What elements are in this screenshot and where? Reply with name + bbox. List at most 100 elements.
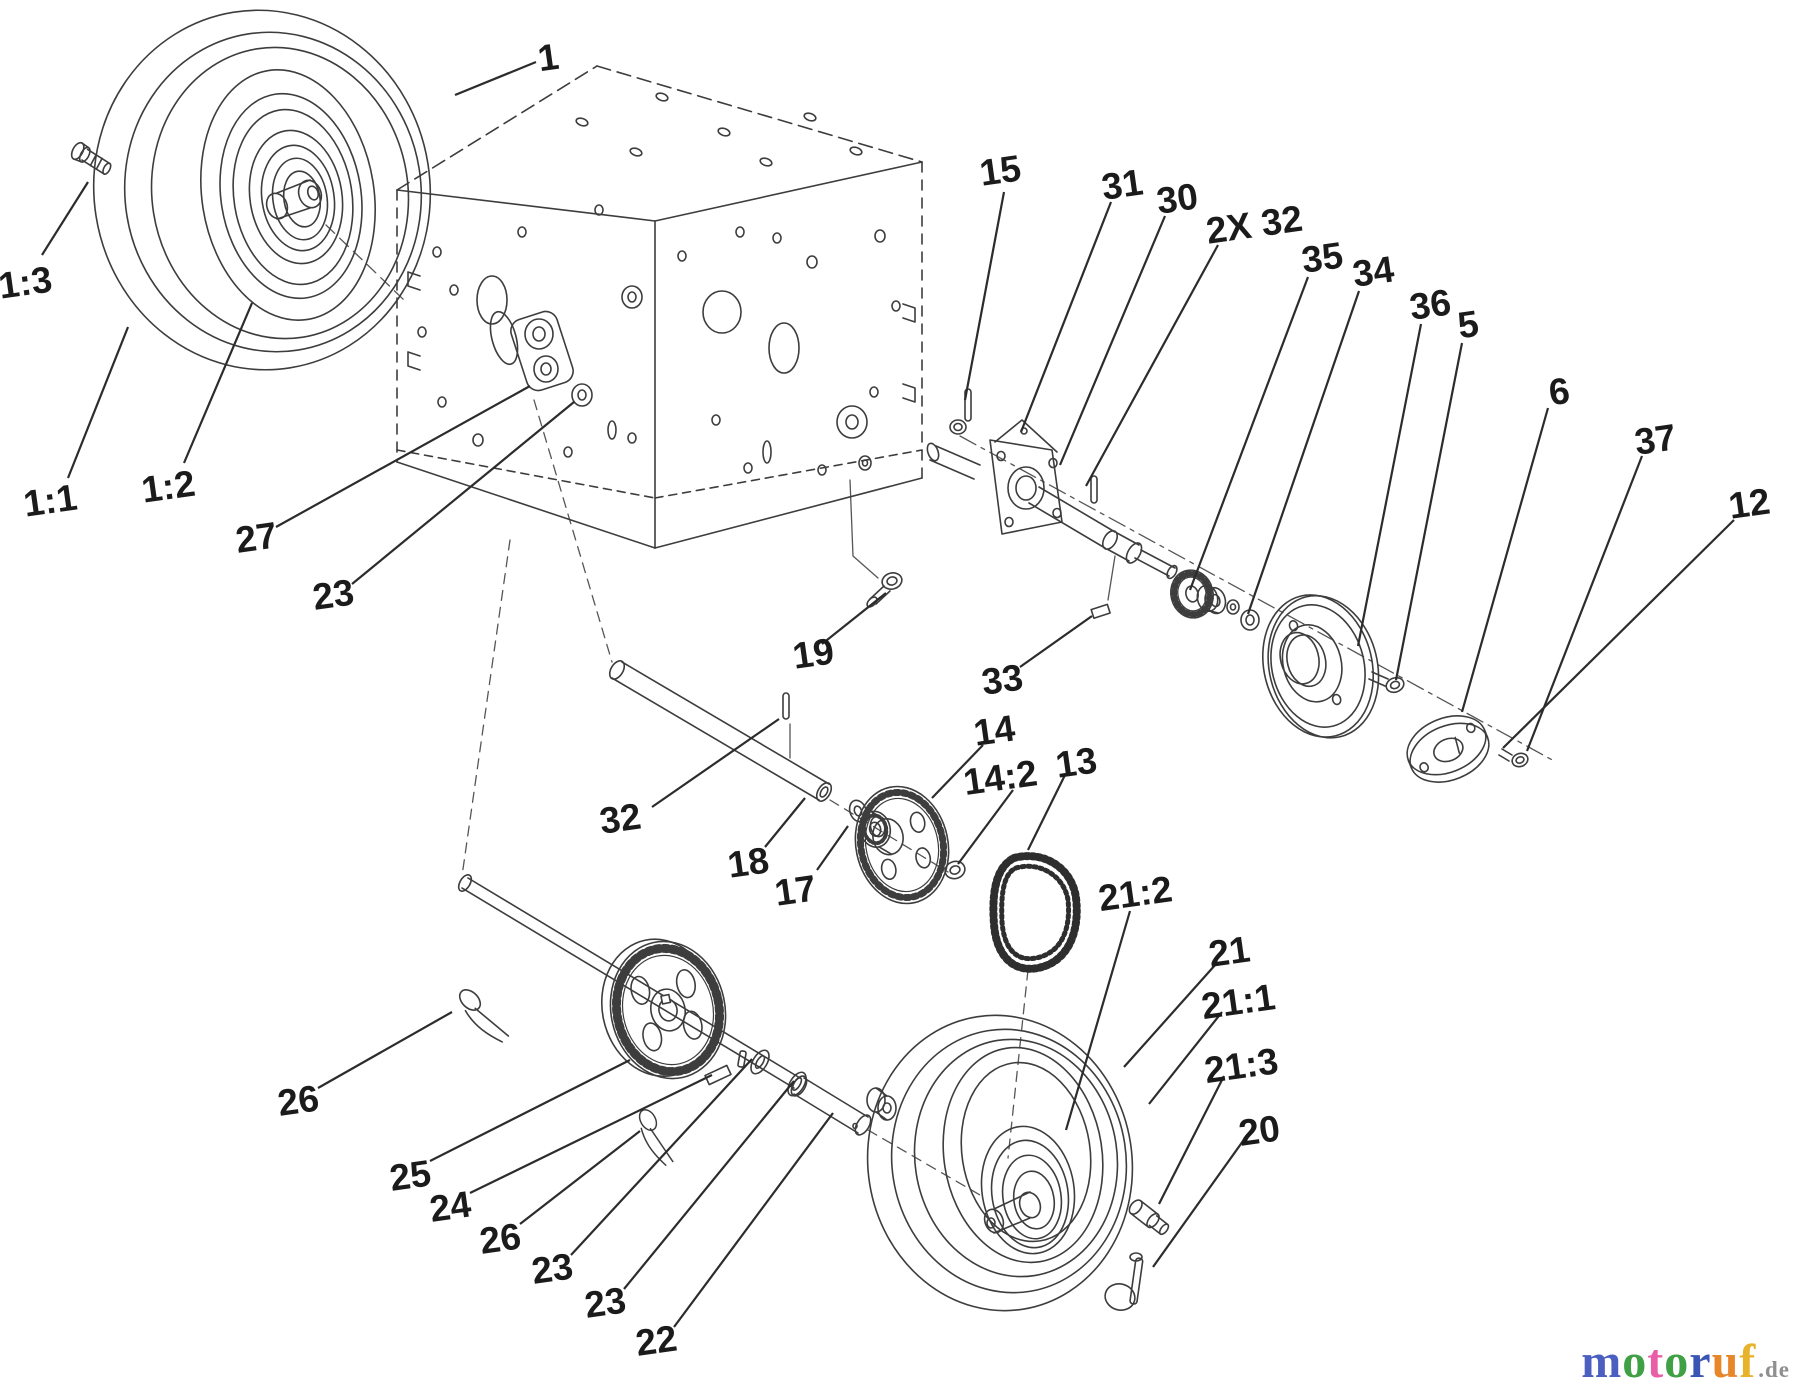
part-callout-1:3-1: 1:3 [0, 259, 55, 307]
bearing-retainer-flange [1406, 715, 1490, 783]
part-callout-14-22: 14 [971, 707, 1018, 753]
leader-line-24-32 [469, 1074, 713, 1194]
leader-line-14:2-23 [957, 789, 1014, 865]
leader-line-21:2-25 [1064, 910, 1132, 1131]
intermediate-shaft-assembly [608, 660, 1081, 973]
leader-line-1:1-2 [66, 326, 130, 479]
flat-washer [750, 1049, 807, 1097]
part-callout-21:2-25: 21:2 [1096, 868, 1175, 919]
part-callout-13-24: 13 [1053, 739, 1099, 785]
wheel-bolt [70, 141, 112, 175]
watermark-letter: t [1647, 1335, 1665, 1388]
watermark-letter: o [1664, 1335, 1690, 1388]
front-axle-stub [265, 179, 323, 220]
part-callout-2X32-11: 2X 32 [1204, 198, 1305, 252]
part-callout-33-7: 33 [979, 656, 1025, 702]
leader-line-17-21 [816, 825, 849, 871]
leader-line-35-12 [1188, 276, 1310, 591]
leader-line-32-19 [651, 718, 780, 808]
frame-bolt [866, 572, 903, 608]
leader-line-33-7 [1019, 615, 1093, 668]
valve-stem-bolt [1128, 1199, 1170, 1236]
part-callout-31-9: 31 [1099, 161, 1145, 207]
part-callout-1:2-3: 1:2 [139, 463, 198, 511]
right-panel-holes [677, 226, 916, 476]
square-key [704, 1064, 732, 1086]
bottom-axle-assembly [453, 874, 872, 1167]
ring-pin [1104, 1252, 1144, 1311]
rear-wheel [866, 1014, 1170, 1312]
part-callout-14:2-23: 14:2 [961, 752, 1040, 803]
input-stub [926, 442, 981, 480]
leader-line-30-10 [1058, 215, 1167, 466]
leader-line-26-30 [317, 1011, 453, 1089]
part-callout-25-31: 25 [387, 1152, 433, 1198]
flange-washer [571, 285, 643, 407]
part-callout-21:3-28: 21:3 [1202, 1040, 1281, 1091]
part-callout-26-30: 26 [275, 1077, 321, 1123]
leader-line-22-36 [673, 1112, 834, 1328]
part-callout-23-34: 23 [529, 1245, 575, 1291]
part-callout-26-33: 26 [477, 1215, 523, 1261]
flange-bolt [1498, 748, 1529, 768]
part-callout-21:1-27: 21:1 [1199, 976, 1278, 1027]
roll-pin [782, 692, 790, 720]
part-callout-1:1-2: 1:1 [21, 477, 80, 525]
part-callout-20-29: 20 [1236, 1107, 1282, 1153]
leader-line-20-29 [1152, 1140, 1244, 1268]
leader-line-27-4 [275, 385, 531, 528]
spur-gear [600, 938, 727, 1080]
leader-line-37-17 [1525, 455, 1644, 752]
leader-line-19-6 [821, 592, 887, 645]
part-callout-18-20: 18 [725, 839, 771, 885]
part-callout-21-26: 21 [1206, 928, 1252, 974]
part-callout-5-15: 5 [1455, 303, 1481, 346]
leader-line-1:2-3 [182, 302, 254, 464]
part-callout-19-6: 19 [790, 630, 836, 676]
watermark-text: motoruf [1581, 1335, 1756, 1388]
leader-line-21:1-27 [1148, 1011, 1223, 1105]
leader-line-23-35 [623, 1080, 795, 1290]
hairpin-cotter [628, 1104, 681, 1167]
watermark-logo: motoruf.de [1581, 1338, 1790, 1386]
leader-line-12-18 [1502, 519, 1735, 749]
axle-washer [1226, 599, 1240, 615]
brake-drum [1261, 594, 1380, 739]
watermark-letter: f [1739, 1335, 1757, 1388]
leader-line-2X32-11 [1085, 244, 1219, 487]
part-callout-22-36: 22 [633, 1317, 679, 1363]
leader-line-6-16 [1460, 407, 1550, 713]
roll-pin [1090, 475, 1098, 504]
watermark-suffix: .de [1758, 1357, 1790, 1382]
part-callout-32-19: 32 [597, 795, 643, 841]
leader-line-21:3-28 [1158, 1075, 1225, 1205]
rear-axle-shaft [1028, 486, 1178, 580]
axle-tube [608, 660, 833, 802]
flange-nut [1240, 609, 1260, 631]
watermark-letter: r [1689, 1335, 1712, 1388]
leader-line-21-26 [1123, 963, 1217, 1068]
watermark-letter: u [1711, 1335, 1740, 1388]
part-callout-24-32: 24 [427, 1183, 474, 1229]
shaft-key [1090, 603, 1111, 620]
leader-line-31-9 [1019, 201, 1113, 433]
part-callout-6-16: 6 [1546, 370, 1572, 413]
part-callout-15-8: 15 [977, 147, 1023, 193]
part-callout-34-13: 34 [1350, 248, 1397, 294]
part-callout-30-10: 30 [1154, 175, 1200, 221]
leader-line-14-22 [931, 744, 984, 799]
drum-bolt [1368, 671, 1405, 694]
part-callout-1-0: 1 [535, 36, 561, 79]
leader-line-1-0 [454, 60, 537, 97]
part-callout-23-35: 23 [582, 1279, 628, 1325]
part-callout-23-5: 23 [310, 571, 356, 617]
part-callout-36-14: 36 [1407, 281, 1453, 327]
leader-line-26-33 [519, 1130, 641, 1225]
leader-line-23-5 [351, 401, 575, 585]
part-callout-12-18: 12 [1726, 480, 1772, 526]
leader-line-5-15 [1394, 342, 1464, 681]
part-callout-17-21: 17 [772, 867, 818, 913]
hairpin-cotter [453, 980, 510, 1049]
